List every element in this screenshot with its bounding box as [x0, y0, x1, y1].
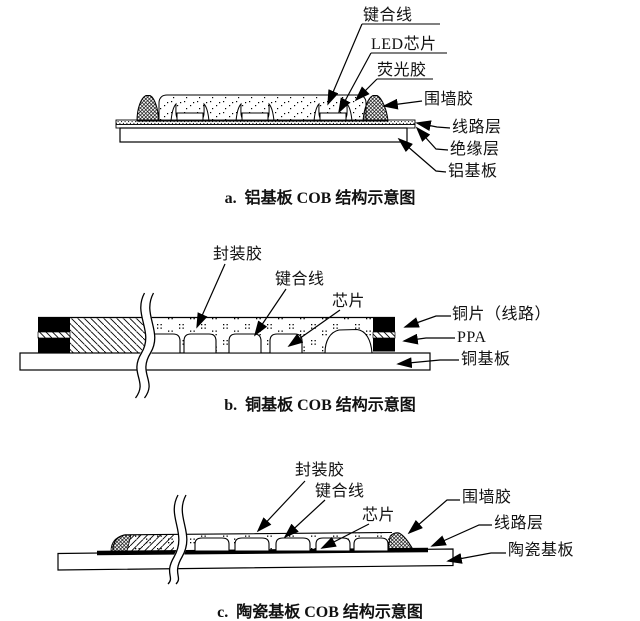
- label-a-circuit-layer: 线路层: [452, 119, 502, 136]
- label-b-substrate: 铜基板: [461, 351, 511, 368]
- label-c-chip: 芯片: [362, 507, 396, 524]
- label-a-substrate: 铝基板: [448, 163, 498, 180]
- label-c-circuit-layer: 线路层: [494, 515, 544, 532]
- label-a-insulation-layer: 绝缘层: [450, 141, 500, 158]
- label-a-bonding-wire: 键合线: [363, 7, 413, 24]
- diagram-c-drawing: [57, 480, 506, 588]
- label-b-encapsulant: 封装胶: [213, 246, 263, 263]
- label-b-ppa: PPA: [457, 329, 487, 346]
- label-c-encapsulant: 封装胶: [295, 462, 345, 479]
- label-a-led-chip: LED芯片: [371, 36, 437, 53]
- label-b-bonding-wire: 键合线: [275, 271, 325, 288]
- caption-b: b. 铜基板 COB 结构示意图: [224, 397, 416, 414]
- label-b-chip: 芯片: [332, 293, 366, 310]
- label-a-phosphor-glue: 荧光胶: [377, 62, 427, 79]
- label-c-substrate: 陶瓷基板: [508, 542, 575, 559]
- diagram-a-drawing: [115, 23, 451, 173]
- label-c-bonding-wire: 键合线: [315, 483, 365, 500]
- diagram-b-drawing: [19, 263, 459, 402]
- caption-a: a. 铝基板 COB 结构示意图: [224, 190, 416, 207]
- label-c-dam-glue: 围墙胶: [462, 489, 512, 506]
- caption-c: c. 陶瓷基板 COB 结构示意图: [217, 604, 423, 621]
- label-b-copper-trace: 铜片（线路）: [452, 306, 552, 323]
- label-a-dam-glue: 围墙胶: [424, 91, 474, 108]
